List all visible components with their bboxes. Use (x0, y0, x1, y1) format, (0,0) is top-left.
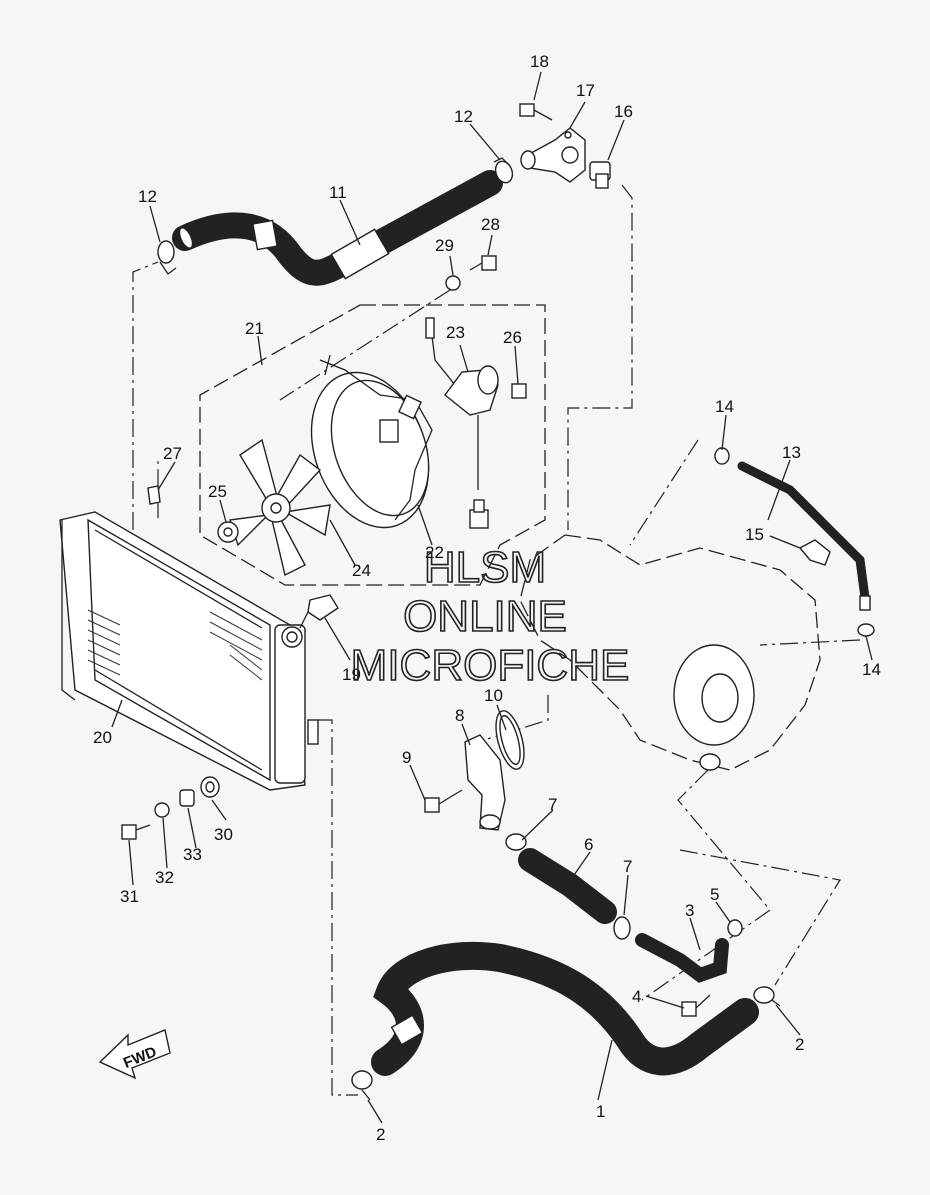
label-8: 8 (455, 706, 464, 725)
bolt-18 (519, 103, 553, 121)
label-29: 29 (435, 236, 454, 255)
bolt-26 (511, 383, 527, 399)
label-17: 17 (576, 81, 595, 100)
label-14-bottom: 14 (862, 660, 881, 679)
label-2-left: 2 (376, 1125, 385, 1144)
washer-32 (154, 802, 170, 818)
label-16: 16 (614, 102, 633, 121)
hose-6 (518, 848, 617, 924)
fan-assembly-box (199, 304, 546, 586)
label-31: 31 (120, 887, 139, 906)
bolt-31 (121, 824, 151, 840)
label-27: 27 (163, 444, 182, 463)
pipe-3 (635, 933, 729, 983)
leader-lines (111, 71, 873, 1124)
o-ring-5 (727, 919, 743, 937)
label-14-top: 14 (715, 397, 734, 416)
hose-clamp-12-left (157, 240, 177, 275)
label-7-upper: 7 (548, 795, 557, 814)
bolt-9 (424, 789, 463, 813)
hose-clip-15 (798, 539, 831, 566)
clip-27 (147, 485, 161, 505)
breather-hose-13 (737, 461, 871, 611)
fan-motor-23 (425, 317, 499, 529)
watermark: HLSM ONLINE MICROFICHE (350, 542, 630, 691)
hose-clamp-12-top (493, 157, 514, 184)
fan-blade-24 (229, 438, 331, 577)
washer-29 (445, 275, 461, 291)
hose-clamp-2-left (351, 1070, 373, 1101)
grommet-30 (200, 776, 220, 798)
radiator-20 (59, 511, 319, 791)
label-2-right: 2 (795, 1035, 804, 1054)
label-7-lower: 7 (623, 857, 632, 876)
label-22: 22 (425, 543, 444, 562)
thermostat-cover-17 (520, 127, 586, 183)
part-number-labels: 1 2 2 3 4 5 6 7 7 8 9 10 11 12 12 13 14 … (93, 52, 881, 1144)
watermark-line-1: HLSM (424, 543, 546, 592)
bolt-4 (681, 994, 711, 1017)
label-30: 30 (214, 825, 233, 844)
label-4: 4 (632, 987, 641, 1006)
label-24: 24 (352, 561, 371, 580)
label-18: 18 (530, 52, 549, 71)
hose-clamp-14-top (714, 447, 730, 465)
label-15: 15 (745, 525, 764, 544)
label-5: 5 (710, 885, 719, 904)
label-20: 20 (93, 728, 112, 747)
label-10: 10 (484, 686, 503, 705)
label-12-left: 12 (138, 187, 157, 206)
temp-sensor-16 (589, 161, 611, 189)
label-11: 11 (329, 183, 347, 202)
label-33: 33 (183, 845, 202, 864)
upper-hose (172, 170, 503, 286)
label-19: 19 (342, 665, 361, 684)
label-26: 26 (503, 328, 522, 347)
lower-hose-1 (371, 941, 759, 1076)
nut-25 (217, 521, 239, 543)
pump-outlet-pipe-8 (464, 734, 506, 831)
hose-clamp-14-bottom (857, 623, 875, 637)
label-13: 13 (782, 443, 801, 462)
watermark-line-3: MICROFICHE (351, 641, 630, 690)
label-28: 28 (481, 215, 500, 234)
label-23: 23 (446, 323, 465, 342)
watermark-line-2: ONLINE (403, 592, 567, 641)
label-21: 21 (245, 319, 264, 338)
label-32: 32 (155, 868, 174, 887)
label-12-top: 12 (454, 107, 473, 126)
bolt-28 (469, 255, 497, 271)
label-6: 6 (584, 835, 593, 854)
reference-lines (132, 184, 861, 1096)
label-3: 3 (685, 901, 694, 920)
label-9: 9 (402, 748, 411, 767)
fwd-direction-arrow: FWD (98, 1029, 171, 1080)
hose-clamp-7-a (505, 833, 527, 851)
engine-block (519, 534, 821, 771)
label-1: 1 (596, 1102, 605, 1121)
hose-clamp-2-right (753, 986, 781, 1007)
collar-33 (179, 789, 195, 807)
radiator-cap-19 (299, 594, 339, 629)
label-25: 25 (208, 482, 227, 501)
hose-clamp-7-b (613, 916, 631, 940)
fan-shroud-22 (310, 354, 433, 529)
